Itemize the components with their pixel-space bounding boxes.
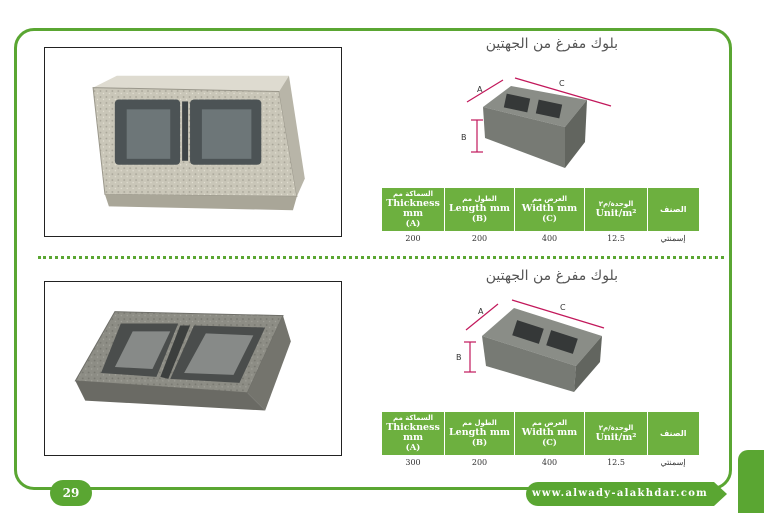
cell-length: 200 [471,234,488,243]
header-thickness: السماكة مم Thickness mm (A) [381,188,445,231]
dimension-diagram-2: A C B [456,299,605,392]
product-photo-2 [44,281,342,456]
dimension-label-a: A [477,85,483,94]
hollow-block-photo-1 [92,75,305,211]
table-row: 200 200 400 12.5 إسمنتي [382,231,699,246]
section-divider [38,256,724,259]
header-width: العرض مم Width mm (C) [514,188,585,231]
cell-length: 200 [471,458,488,467]
header-unit: الوحدة/م٢ Unit/m² [584,188,648,231]
dimension-diagram-1: A C B [461,77,612,168]
header-width: العرض مم Width mm (C) [514,412,585,455]
cell-unit: 12.5 [607,458,625,467]
corner-tab [738,450,764,513]
dimension-label-b: B [461,133,467,142]
cell-thickness: 200 [405,234,421,243]
table-header-row: السماكة مم Thickness mm (A) الطول مم Len… [381,188,699,231]
table-header-row: السماكة مم Thickness mm (A) الطول مم Len… [381,412,699,455]
website-url[interactable]: www.alwady-alakhdar.com [526,482,714,506]
url-arrow-tip [714,482,727,506]
header-length: الطول مم Length mm (B) [444,412,515,455]
cell-width: 400 [541,234,558,243]
header-type: الصنف [647,188,699,231]
hollow-block-photo-2 [74,311,291,411]
dimension-label-c: C [559,79,565,88]
cell-type: إسمنتي [660,234,686,243]
header-thickness: السماكة مم Thickness mm (A) [381,412,445,455]
cell-type: إسمنتي [660,458,686,467]
header-length: الطول مم Length mm (B) [444,188,515,231]
dimension-label-a: A [478,307,484,316]
spec-table-2: السماكة مم Thickness mm (A) الطول مم Len… [381,412,699,470]
page-number: 29 [50,480,92,506]
table-row: 300 200 400 12.5 إسمنتي [382,455,699,470]
header-type: الصنف [647,412,699,455]
product-title-1: بلوك مفرغ من الجهتين [485,36,618,52]
cell-thickness: 300 [405,458,421,467]
cell-width: 400 [541,458,558,467]
dimension-label-b: B [456,353,462,362]
spec-table-1: السماكة مم Thickness mm (A) الطول مم Len… [381,188,699,246]
product-photo-1 [44,47,342,237]
header-unit: الوحدة/م٢ Unit/m² [584,412,648,455]
dimension-label-c: C [560,303,566,312]
page-frame [14,28,732,490]
cell-unit: 12.5 [607,234,625,243]
product-title-2: بلوك مفرغ من الجهتين [485,268,618,284]
